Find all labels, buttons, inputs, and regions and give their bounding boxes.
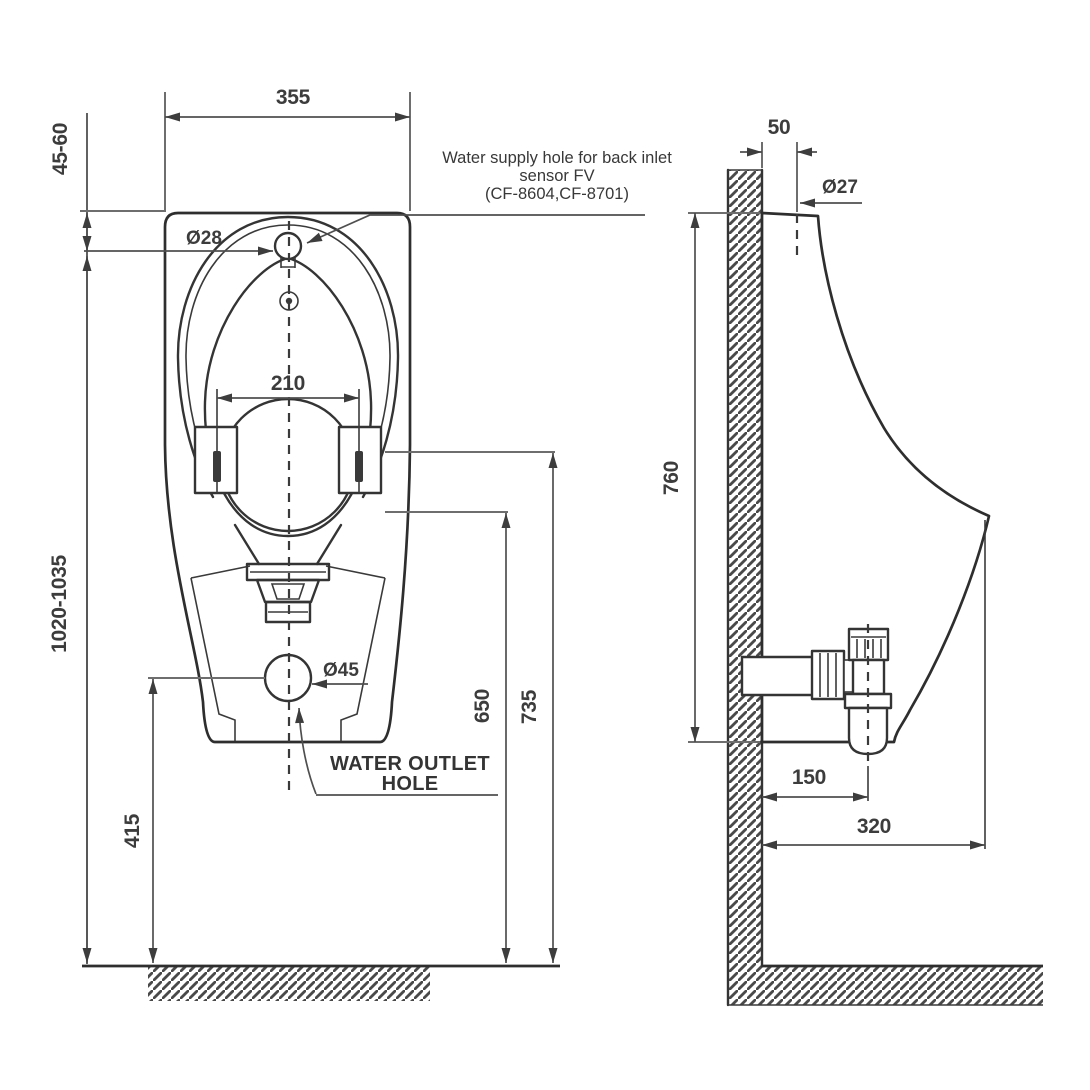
dim-760-label: 760 — [660, 461, 683, 495]
bracket-right-slot — [355, 451, 363, 482]
dim-outlet-dia: Ø45 — [312, 660, 368, 689]
dim-bolt-spacing: 210 — [217, 372, 359, 403]
dim-355-label: 355 — [276, 86, 311, 109]
drain-taper-inner — [270, 583, 306, 600]
front-view: 355 45-60 1020-1035 Ø28 210 Water supply… — [48, 86, 672, 1001]
urinal-body-outline-front — [163, 211, 412, 744]
valve-cap-knurl — [851, 636, 886, 658]
dim-body-depth: 320 — [762, 520, 986, 850]
supply-note-line2: sensor FV — [519, 167, 594, 185]
floor-hatch-front — [148, 967, 430, 1001]
drain-v-right — [315, 523, 343, 566]
dim-150-label: 150 — [792, 766, 826, 789]
dim-50-label: 50 — [768, 116, 791, 139]
side-view: 50 Ø27 760 150 320 — [660, 116, 1043, 1007]
dim-supply-offset: 50 — [740, 116, 817, 212]
trap-assembly — [740, 624, 893, 801]
dim-d27-label: Ø27 — [822, 177, 858, 198]
wall-section — [726, 168, 764, 1007]
bowl-opening — [203, 256, 373, 538]
dim-supply-hole-front: Ø28 — [84, 228, 273, 256]
supply-hole-collar — [280, 258, 296, 268]
mounting-bracket-right — [337, 389, 383, 495]
supply-note: Water supply hole for back inlet sensor … — [306, 149, 672, 244]
bracket-left-slot — [213, 451, 221, 482]
rim-outer — [176, 215, 400, 499]
supply-note-line3: (CF-8604,CF-8701) — [485, 185, 629, 203]
dim-415-label: 415 — [121, 813, 144, 848]
urinal-profile-outline — [760, 211, 991, 744]
backplate-left — [190, 577, 236, 741]
dim-650-label: 650 — [471, 689, 494, 723]
dim-735-label: 735 — [518, 689, 541, 724]
outlet-pipe — [740, 655, 817, 697]
outlet-label-leader — [295, 707, 317, 795]
wall-hatch — [728, 170, 762, 1005]
union-knurl-lines — [819, 653, 837, 697]
backplate-top-left — [190, 565, 251, 579]
floor-section-front — [82, 964, 560, 1001]
dim-body-height: 760 — [660, 212, 760, 743]
dim-d45-label: Ø45 — [323, 660, 359, 681]
trap-cup — [847, 706, 889, 756]
dim-bracket-height: 735 — [385, 451, 558, 963]
dim-trap-offset: 150 — [762, 766, 868, 802]
mounting-bracket-left — [193, 389, 239, 495]
outlet-label-line2: HOLE — [382, 773, 439, 795]
dim-210-label: 210 — [271, 372, 305, 395]
bracket-left-box — [193, 425, 239, 495]
supply-note-line1: Water supply hole for back inlet — [442, 149, 672, 167]
dim-45-60-label: 45-60 — [49, 123, 72, 175]
supply-note-leader — [306, 214, 645, 244]
dim-supply-hole-side: Ø27 — [800, 177, 862, 208]
outlet-label-line1: WATER OUTLET — [330, 753, 490, 775]
backplate-right — [340, 577, 386, 741]
dim-320-label: 320 — [857, 815, 891, 838]
dim-rim-height: 650 — [385, 511, 511, 963]
dim-overall-width: 355 — [164, 86, 411, 211]
floor-section-side — [728, 964, 1043, 1006]
drain-v-left — [233, 523, 261, 566]
backplate-contour — [190, 565, 386, 741]
backplate-top-right — [325, 565, 386, 579]
floor-hatch-side — [762, 967, 1043, 1005]
dim-d28-label: Ø28 — [186, 228, 222, 249]
dim-outlet-height: 415 — [121, 677, 265, 963]
outlet-label: WATER OUTLET HOLE — [295, 707, 498, 796]
dim-1020-1035-label: 1020-1035 — [48, 555, 71, 653]
dim-left-column: 45-60 1020-1035 — [48, 113, 166, 964]
